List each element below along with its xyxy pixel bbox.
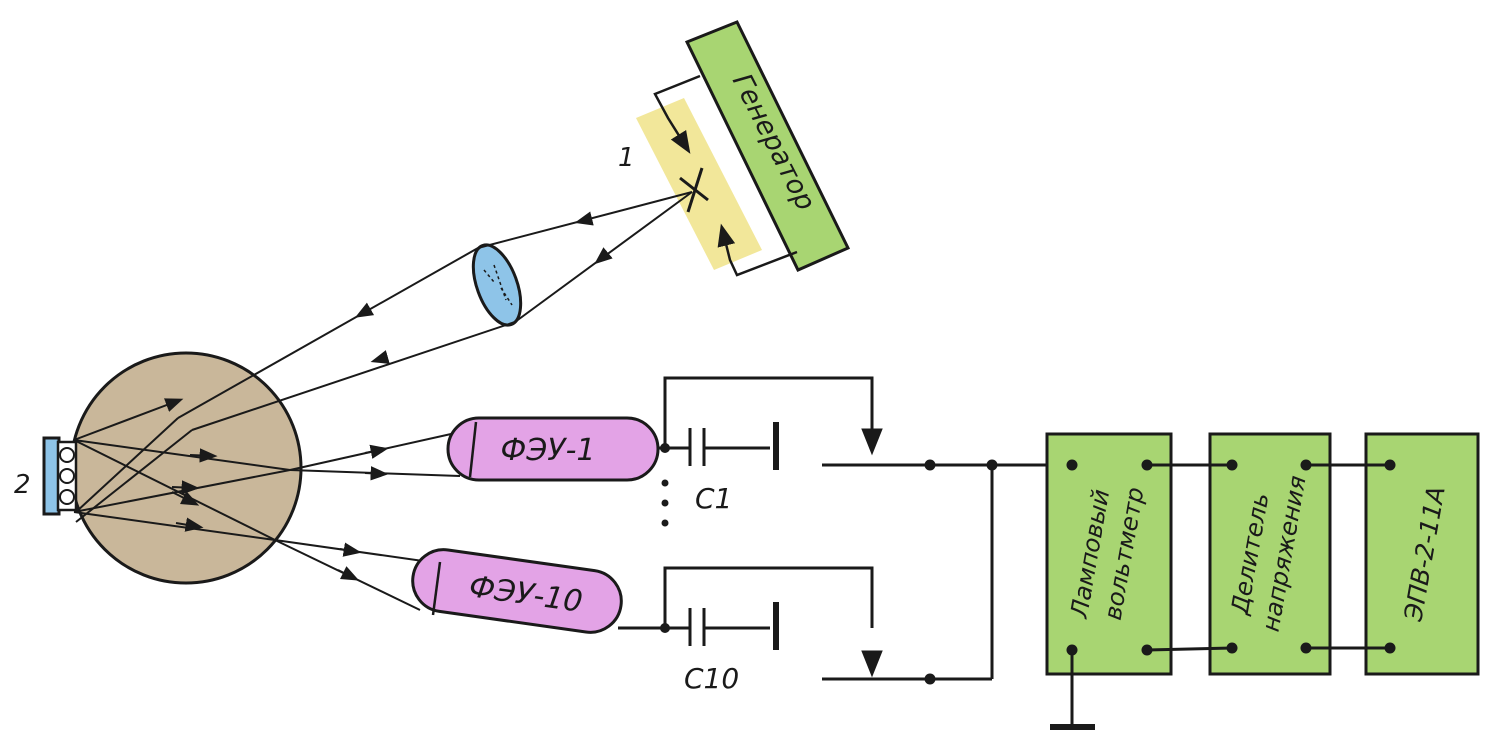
junction-bus-top-1 bbox=[924, 459, 936, 471]
capacitor-c10-circuit bbox=[618, 465, 994, 681]
voltmeter-block: Ламповый вольтметр bbox=[1045, 432, 1173, 676]
capacitor-c1-label: C1 bbox=[695, 482, 732, 515]
integrating-sphere bbox=[69, 351, 303, 585]
object-number-label: 2 bbox=[14, 470, 31, 500]
sample-holder bbox=[42, 436, 78, 516]
mirror-number-label: 1 bbox=[618, 143, 635, 173]
junction-bus-bottom bbox=[924, 673, 936, 685]
divider-block: Делитель напряжения bbox=[1208, 432, 1332, 676]
generator-block-shape bbox=[684, 20, 851, 272]
generator-wire-bottom bbox=[717, 223, 798, 277]
generator-wire-top bbox=[653, 74, 701, 154]
ellipsis-dots bbox=[661, 479, 669, 527]
pmt-1: ФЭУ-1 bbox=[446, 416, 660, 482]
mirror-cross bbox=[679, 167, 709, 213]
generator-wiring bbox=[653, 74, 798, 277]
junction-bus-top-2 bbox=[986, 459, 998, 471]
lens bbox=[471, 243, 523, 327]
ground bbox=[1050, 650, 1095, 730]
pmt-10: ФЭУ-10 bbox=[411, 548, 623, 634]
capacitor-c1-circuit bbox=[658, 376, 1072, 470]
light-rays bbox=[73, 191, 693, 611]
recorder-block: ЭПВ-2-11А bbox=[1364, 432, 1480, 676]
capacitor-c10-label: C10 bbox=[684, 662, 739, 695]
pmt-1-label: ФЭУ-1 bbox=[501, 433, 596, 468]
junction-c1 bbox=[660, 443, 670, 453]
block-wiring bbox=[1146, 463, 1390, 652]
junction-c10 bbox=[660, 623, 670, 633]
